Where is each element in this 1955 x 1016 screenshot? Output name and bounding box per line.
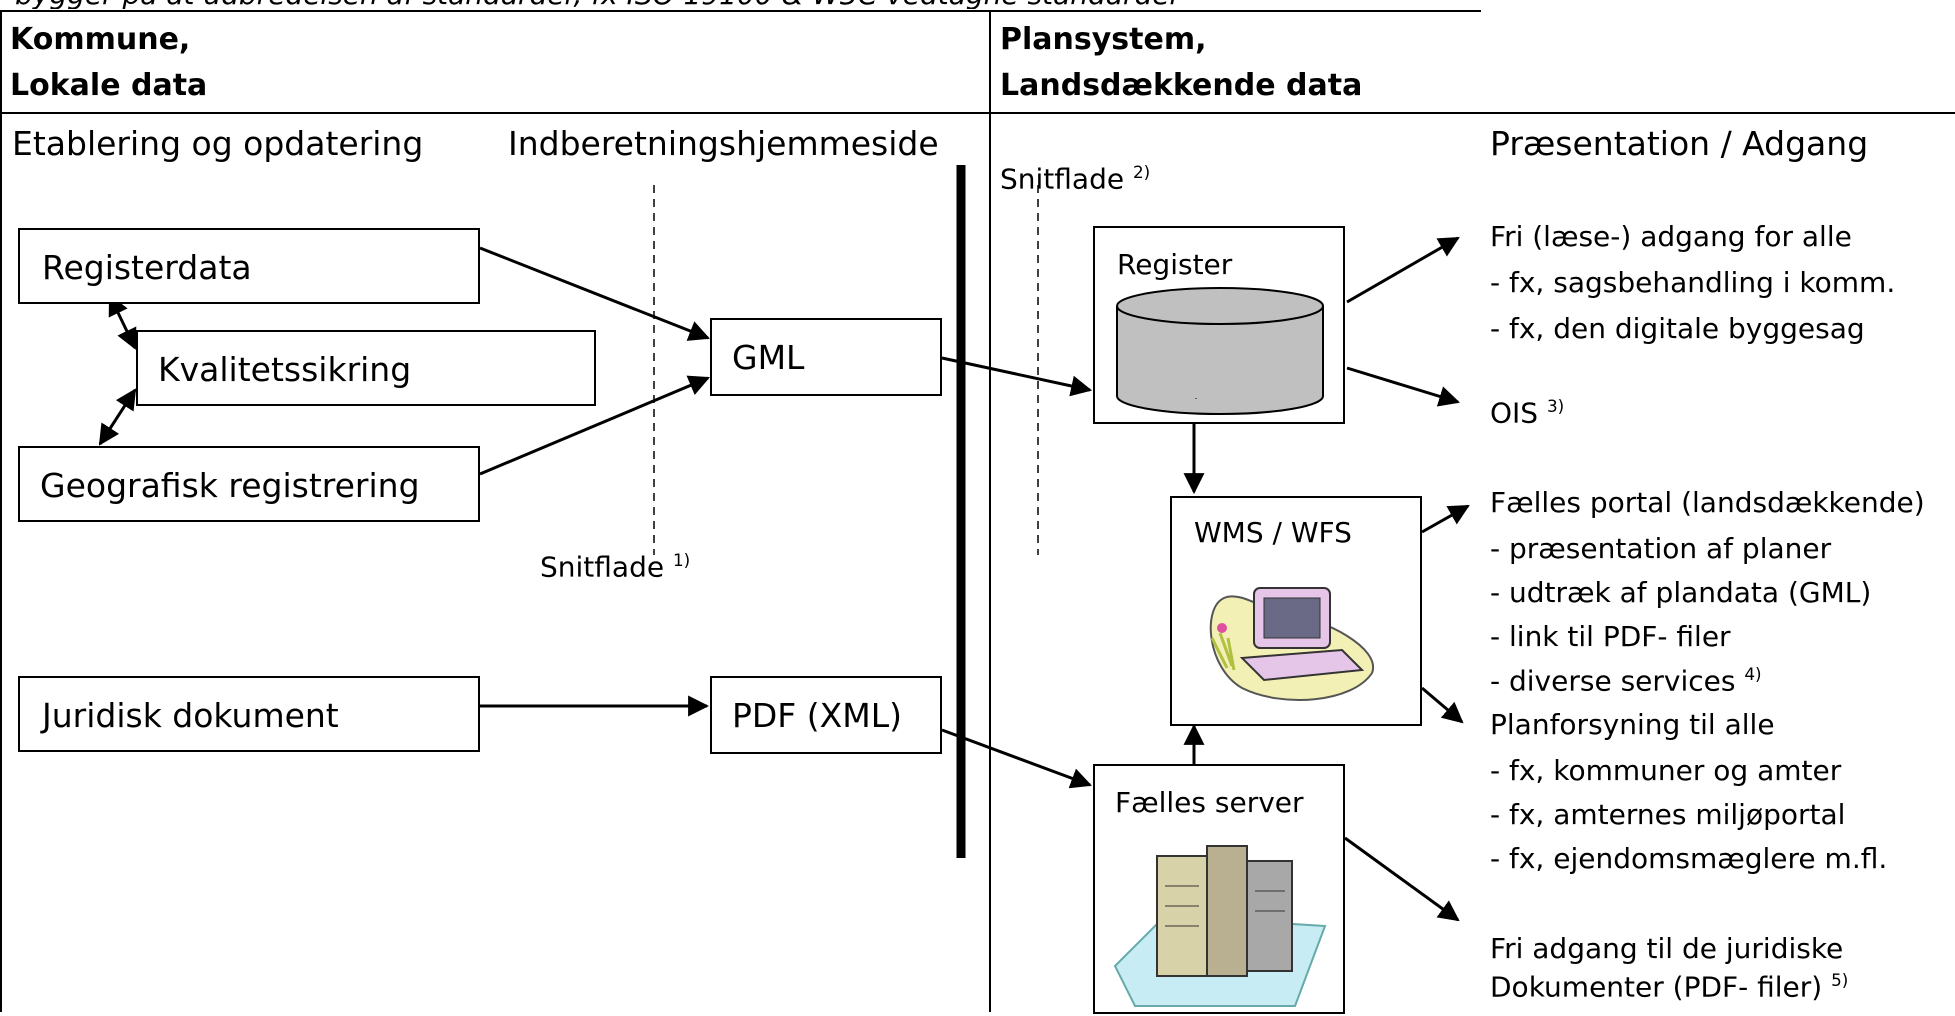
server-icon <box>1113 845 1327 1007</box>
arrow-register-quality <box>108 294 137 350</box>
section-praesentation: Præsentation / Adgang <box>1490 124 1869 163</box>
database-cylinder-icon <box>1116 287 1324 415</box>
box-geografisk-label: Geografisk registrering <box>40 466 420 505</box>
text-portal-2: - udtræk af plandata (GML) <box>1490 576 1872 609</box>
snitflade-1-label: Snitflade 1) <box>540 550 690 583</box>
text-portal: Fælles portal (landsdækkende) <box>1490 486 1925 519</box>
box-register-label: Register <box>1117 248 1233 281</box>
text-plan-2: - fx, amternes miljøportal <box>1490 798 1846 831</box>
snitflade-2-text: Snitflade <box>1000 162 1125 196</box>
snitflade-1-sup: 1) <box>672 550 691 570</box>
box-geografisk: Geografisk registrering <box>18 446 480 522</box>
box-kvalitetssikring-label: Kvalitetssikring <box>158 350 412 389</box>
box-registerdata-label: Registerdata <box>42 248 252 287</box>
text-portal-4-sup: 4) <box>1744 664 1762 684</box>
box-juridisk-label: Juridisk dokument <box>42 696 339 735</box>
text-jur-2: Dokumenter (PDF- filer) 5) <box>1490 970 1848 1003</box>
header-right-line2: Landsdækkende data <box>1000 68 1363 103</box>
text-ois-label: OIS <box>1490 396 1539 430</box>
box-kvalitetssikring: Kvalitetssikring <box>136 330 596 406</box>
box-register: Register <box>1093 226 1345 424</box>
text-jur-2-label: Dokumenter (PDF- filer) <box>1490 970 1823 1004</box>
section-indberetning: Indberetningshjemmeside <box>508 124 939 163</box>
box-gml-label: GML <box>732 338 805 377</box>
cut-off-top-text: bygger på at udbredelsen af standarder, … <box>15 0 1181 9</box>
text-fri-1: - fx, sagsbehandling i komm. <box>1490 266 1896 299</box>
header-left-line1: Kommune, <box>10 22 191 57</box>
computer-icon <box>1209 587 1375 701</box>
box-juridisk: Juridisk dokument <box>18 676 480 752</box>
text-ois: OIS 3) <box>1490 396 1564 429</box>
text-fri-2: - fx, den digitale byggesag <box>1490 312 1865 345</box>
arrow-register-fri <box>1346 236 1460 304</box>
text-portal-4-label: - diverse services <box>1490 664 1736 698</box>
box-wms: WMS / WFS <box>1170 496 1422 726</box>
box-registerdata: Registerdata <box>18 228 480 304</box>
box-gml: GML <box>710 318 942 396</box>
arrow-registerdata-gml <box>479 246 710 341</box>
snitflade-2-label: Snitflade 2) <box>1000 162 1150 195</box>
text-planforsyning: Planforsyning til alle <box>1490 708 1775 741</box>
box-faelles-server-label: Fælles server <box>1115 786 1304 819</box>
text-fri-adgang: Fri (læse-) adgang for alle <box>1490 220 1852 253</box>
arrow-wms-plan <box>1421 686 1464 724</box>
section-etablering: Etablering og opdatering <box>12 124 424 163</box>
text-ois-sup: 3) <box>1546 396 1565 416</box>
text-jur-sup: 5) <box>1831 970 1849 990</box>
text-plan-3: - fx, ejendomsmæglere m.fl. <box>1490 842 1888 875</box>
box-pdf-label: PDF (XML) <box>732 696 902 735</box>
snitflade-1-text: Snitflade <box>540 550 665 584</box>
box-faelles-server: Fælles server <box>1093 764 1345 1014</box>
arrow-geo-gml <box>479 375 710 476</box>
snitflade-2-sup: 2) <box>1132 162 1151 182</box>
text-portal-1: - præsentation af planer <box>1490 532 1832 565</box>
arrow-gml-register <box>941 356 1093 397</box>
table-frame <box>0 10 1955 1012</box>
box-wms-label: WMS / WFS <box>1194 516 1352 549</box>
text-jur-1: Fri adgang til de juridiske <box>1490 932 1844 965</box>
arrow-register-ois <box>1346 366 1461 407</box>
arrow-quality-geo <box>98 388 137 446</box>
box-pdf: PDF (XML) <box>710 676 942 754</box>
text-plan-1: - fx, kommuner og amter <box>1490 754 1842 787</box>
text-portal-4: - diverse services 4) <box>1490 664 1762 697</box>
text-portal-3: - link til PDF- filer <box>1490 620 1731 653</box>
header-left-line2: Lokale data <box>10 68 208 103</box>
arrow-pdf-server <box>941 728 1092 789</box>
header-right-line1: Plansystem, <box>1000 22 1207 57</box>
arrow-server-jur <box>1344 836 1460 922</box>
arrow-wms-portal <box>1421 504 1470 534</box>
